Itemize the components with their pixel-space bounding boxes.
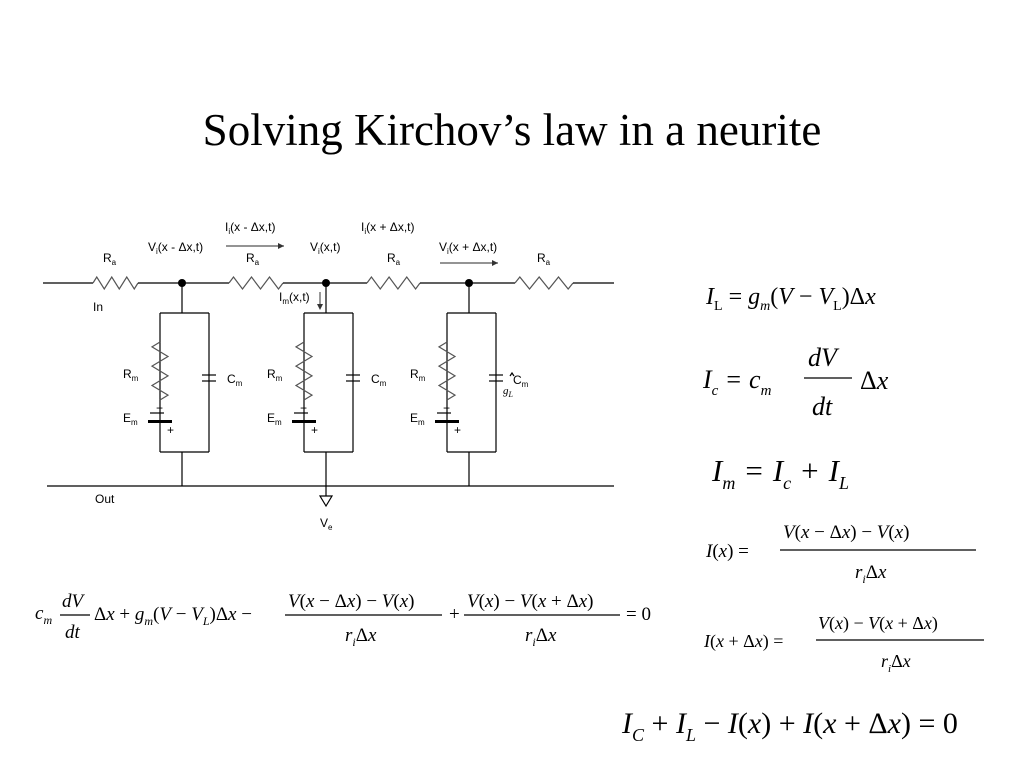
- axial-resistor-label: Ra: [103, 251, 117, 267]
- battery-plus: +: [311, 423, 318, 437]
- ground-symbol: [318, 495, 334, 508]
- axial-resistor: [366, 275, 421, 291]
- current-right-arrow-head: [492, 260, 498, 266]
- membrane-current-arrow-head: [317, 304, 323, 310]
- membrane-resistor: [294, 341, 314, 401]
- axial-resistor-label: Ra: [246, 251, 260, 267]
- battery-label: Em: [123, 411, 138, 427]
- voltage-mid-label: Vi(x,t): [310, 240, 340, 256]
- equation-capacitive-current: Ic=cm dV dt Δx: [702, 343, 889, 421]
- svg-text:I(x + Δx) =: I(x + Δx) =: [703, 631, 783, 652]
- svg-text:= 0: = 0: [626, 604, 651, 625]
- current-left-label: Ii(x - Δx,t): [225, 220, 275, 236]
- axial-resistor: [228, 276, 284, 290]
- membrane-resistor-label: Rm: [123, 367, 139, 383]
- membrane-resistor-label: Rm: [267, 367, 283, 383]
- axial-resistor: [92, 275, 139, 291]
- svg-text:riΔx: riΔx: [855, 562, 887, 586]
- capacitor-label: Cm: [227, 372, 243, 388]
- voltage-left-label: Vi(x - Δx,t): [148, 240, 203, 256]
- svg-text:V(x) − V(x + Δx): V(x) − V(x + Δx): [818, 613, 938, 634]
- svg-text:Δx: Δx: [860, 366, 889, 395]
- equation-axial-current-x: I(x) = V(x − Δx) − V(x) riΔx: [705, 522, 976, 586]
- ground-label: Ve: [320, 516, 333, 532]
- battery-label: Em: [267, 411, 282, 427]
- voltage-right-label: Vi(x + Δx,t): [439, 240, 497, 256]
- current-right-label: Ii(x + Δx,t): [361, 220, 414, 236]
- membrane-resistor-label: Rm: [410, 367, 426, 383]
- battery-label: Em: [410, 411, 425, 427]
- out-label: Out: [95, 492, 115, 506]
- axial-resistor-label: Ra: [387, 251, 401, 267]
- capacitor-label: Cm: [513, 373, 529, 389]
- equation-membrane-current: Im=Ic+IL: [711, 453, 849, 493]
- leak-conductance-label: gL: [503, 385, 514, 399]
- equation-cable: cm dV dt Δx + gm(V − VL)Δx − V(x − Δx) −…: [35, 591, 651, 649]
- battery-minus: −: [156, 401, 163, 415]
- svg-text:IL=gm(V − VL)Δx: IL=gm(V − VL)Δx: [705, 284, 876, 314]
- svg-text:riΔx: riΔx: [345, 625, 377, 649]
- battery-long-plate: [292, 420, 316, 423]
- svg-text:riΔx: riΔx: [525, 625, 557, 649]
- battery-plus: +: [167, 423, 174, 437]
- svg-text:dV: dV: [62, 591, 86, 612]
- svg-text:Im=Ic+IL: Im=Ic+IL: [711, 453, 849, 493]
- axial-resistor: [514, 276, 574, 290]
- equation-leak-current: IL=gm(V − VL)Δx: [705, 284, 876, 314]
- capacitor-label: Cm: [371, 372, 387, 388]
- svg-text:IC + IL − I(x) + I(x + Δx) = 0: IC + IL − I(x) + I(x + Δx) = 0: [621, 707, 958, 745]
- slide-title: Solving Kirchov’s law in a neurite: [202, 105, 822, 155]
- current-left-arrow-head: [278, 243, 284, 249]
- equation-axial-current-x-dx: I(x + Δx) = V(x) − V(x + Δx) riΔx: [703, 613, 984, 675]
- svg-text:+: +: [449, 604, 460, 625]
- svg-text:Ic=cm: Ic=cm: [702, 365, 772, 399]
- current-membrane-label: Im(x,t): [279, 290, 310, 306]
- svg-text:dt: dt: [65, 622, 81, 643]
- in-label: In: [93, 300, 103, 314]
- svg-text:V(x − Δx) − V(x): V(x − Δx) − V(x): [783, 522, 910, 543]
- battery-long-plate: [148, 420, 172, 423]
- svg-text:V(x) − V(x + Δx): V(x) − V(x + Δx): [467, 591, 594, 612]
- battery-plus: +: [454, 423, 461, 437]
- svg-text:dt: dt: [812, 392, 833, 421]
- battery-minus: −: [443, 401, 450, 415]
- battery-long-plate: [435, 420, 459, 423]
- svg-text:V(x − Δx) − V(x): V(x − Δx) − V(x): [288, 591, 415, 612]
- membrane-resistor: [150, 341, 170, 401]
- axial-resistor-label: Ra: [537, 251, 551, 267]
- svg-text:dV: dV: [808, 343, 840, 372]
- battery-minus: −: [300, 401, 307, 415]
- svg-text:cm: cm: [35, 603, 52, 627]
- svg-text:I(x) =: I(x) =: [705, 541, 749, 562]
- caret-mark: [509, 371, 515, 377]
- svg-text:riΔx: riΔx: [881, 651, 911, 675]
- equation-kirchhoff-sum: IC + IL − I(x) + I(x + Δx) = 0: [621, 707, 958, 745]
- membrane-resistor: [437, 341, 457, 401]
- svg-text:Δx + gm(V − VL)Δx −: Δx + gm(V − VL)Δx −: [94, 604, 252, 628]
